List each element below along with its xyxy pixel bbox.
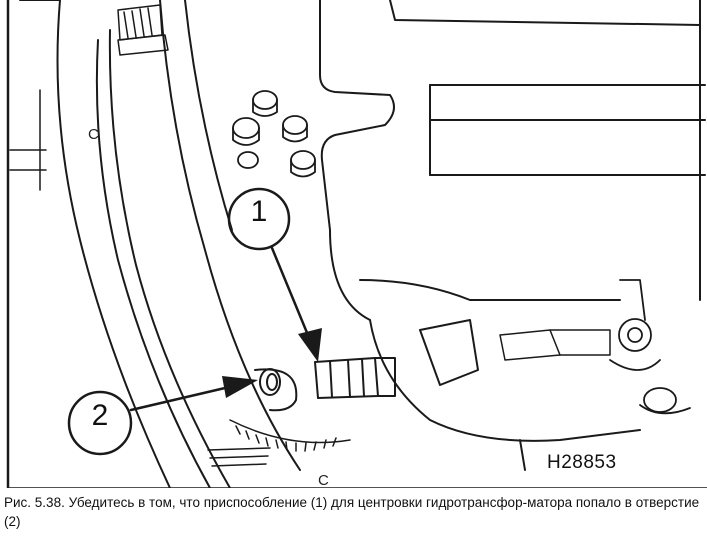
transmission-body [319, 0, 706, 471]
transmission-drawing [6, 0, 707, 488]
converter-housing [9, 0, 301, 488]
figure-code: H28853 [547, 452, 617, 473]
bolt-heads [232, 90, 316, 178]
reference-letter-c: C [88, 126, 99, 143]
alignment-hole [254, 368, 298, 412]
centering-tool [314, 357, 396, 399]
ring-gear-teeth-top [117, 4, 169, 56]
callout-number-1: 1 [250, 195, 268, 228]
reference-letter-c: C [318, 472, 329, 489]
technical-illustration: C C 1 2 H28853 [6, 0, 707, 489]
callout-1 [227, 187, 322, 362]
callout-2 [67, 376, 258, 456]
callout-number-2: 2 [91, 399, 109, 432]
linkage-assembly [609, 279, 691, 415]
ring-gear-teeth-bottom [207, 419, 351, 467]
figure-caption: Рис. 5.38. Убедитесь в том, что приспосо… [4, 495, 700, 529]
